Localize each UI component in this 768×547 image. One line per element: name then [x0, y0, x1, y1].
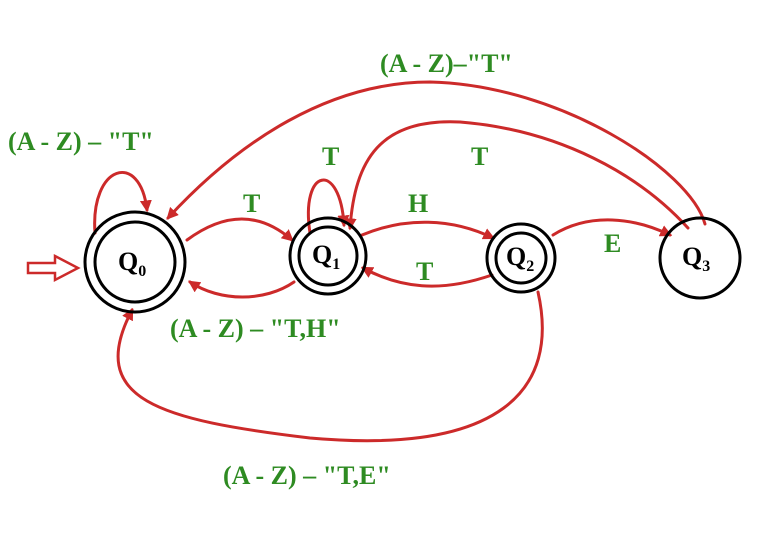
state-q1: Q1	[288, 216, 368, 296]
state-q0: Q0	[83, 210, 187, 314]
edge-q1-self	[307, 178, 350, 235]
edge-q0-self	[93, 170, 152, 235]
state-label-q1: Q1	[312, 240, 340, 273]
edge-label-q1-q0: (A - Z) – "T,H"	[170, 314, 341, 343]
edge-labels: (A - Z) – "T" T T H T E (A - Z) – "T,H" …	[8, 49, 621, 490]
edge-label-q1-self: T	[322, 142, 339, 171]
edge-label-q1-q2: H	[408, 189, 428, 218]
start-arrow	[26, 253, 81, 283]
edge-q0-q1	[185, 217, 294, 242]
transitions	[93, 80, 707, 443]
edge-label-q3-q0: (A - Z)–"T"	[380, 49, 513, 78]
state-label-q2: Q2	[506, 242, 534, 275]
edge-q3-q1	[344, 120, 690, 231]
state-label-q0: Q0	[118, 247, 146, 280]
edge-q1-q2	[360, 220, 496, 240]
edge-q2-q1	[360, 266, 494, 288]
edge-label-q3-q1: T	[471, 142, 488, 171]
edge-label-q0-q1: T	[243, 189, 260, 218]
state-label-q3: Q3	[682, 242, 710, 275]
edge-q3-q0	[166, 80, 707, 226]
edge-label-q0-self: (A - Z) – "T"	[8, 127, 154, 156]
state-q2: Q2	[485, 222, 557, 294]
edge-label-q2-q3: E	[604, 229, 621, 258]
edge-q1-q0	[188, 280, 296, 299]
edge-q2-q0	[116, 290, 544, 443]
state-q3: Q3	[658, 216, 742, 300]
edge-label-q2-q1: T	[416, 257, 433, 286]
edge-q2-q3	[551, 218, 673, 237]
edge-label-q2-q0: (A - Z) – "T,E"	[223, 461, 391, 490]
